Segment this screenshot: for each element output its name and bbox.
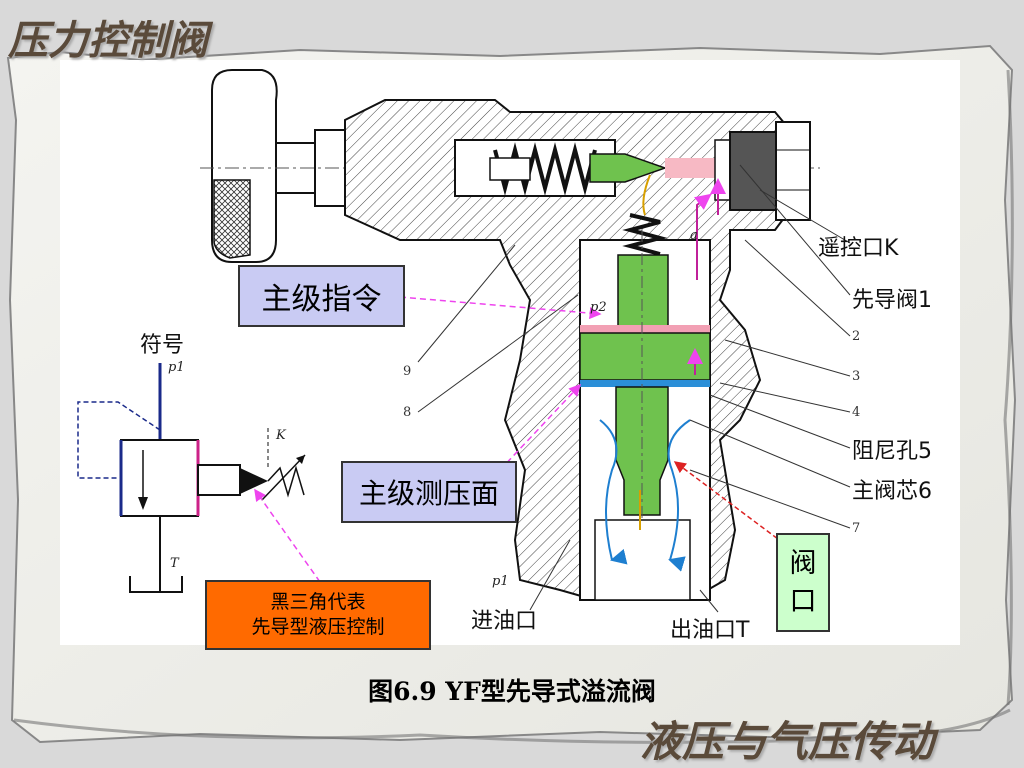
leader-main-command [399,296,602,320]
spool-stem-top [617,254,669,331]
handwheel-grip [213,179,251,259]
main-spring [622,213,668,256]
label-inlet: 进油口 [471,609,538,634]
symbol-K: K [276,428,286,443]
footer-subject: 液压与气压传动 [640,717,935,766]
pilot-dashed-line [77,401,161,479]
part-number-4: 4 [852,405,861,420]
symbol-p1-bottom: p1 [492,574,509,589]
symbol-p2: p2 [590,300,607,315]
label-symbol: 符号 [140,333,185,358]
callout-valve-port: 阀 口 [776,533,830,632]
callout-black-triangle-line2: 先导型液压控制 [251,616,385,638]
label-pilot-valve: 先导阀1 [852,288,932,313]
spool-lower-face [580,380,710,387]
tank-symbol [129,576,183,593]
symbol-envelope [120,439,199,517]
part-number-3: 3 [852,369,861,384]
leader-black-triangle [254,488,321,583]
spool-land [579,332,711,381]
symbol-p1-top: p1 [168,360,185,375]
label-main-spool: 主阀芯6 [852,479,932,504]
callout-valve-port-line2: 口 [789,585,817,617]
remote-plug [729,131,779,211]
label-remote-port: 遥控口K [818,236,899,261]
valve-drawing [200,69,851,613]
pilot-cone [589,153,668,183]
label-damping-orifice: 阻尼孔5 [852,439,932,464]
valve-symbol [77,363,306,593]
figure-caption: 图6.9 YF型先导式溢流阀 [368,677,656,706]
part-number-9: 9 [403,364,412,379]
part-number-7: 7 [852,521,861,536]
label-outlet: 出油口T [670,618,750,643]
part-number-8: 8 [403,405,412,420]
callout-black-triangle-line1: 黑三角代表 [270,591,366,613]
page-title: 压力控制阀 [8,17,208,64]
callout-main-measure: 主级测压面 [341,461,517,523]
part-number-2: 2 [852,329,861,344]
main-flow-arrow [599,419,628,565]
callout-main-command: 主级指令 [238,265,405,327]
callout-valve-port-line1: 阀 [789,547,817,579]
symbol-a: a [690,228,698,243]
spool-upper-face [580,325,710,333]
symbol-T: T [170,556,179,571]
pilot-triangle [240,468,268,494]
pilot-flow-arrow [694,193,712,280]
callout-black-triangle: 黑三角代表 先导型液压控制 [205,580,431,650]
spool-stem-bottom [615,386,669,516]
